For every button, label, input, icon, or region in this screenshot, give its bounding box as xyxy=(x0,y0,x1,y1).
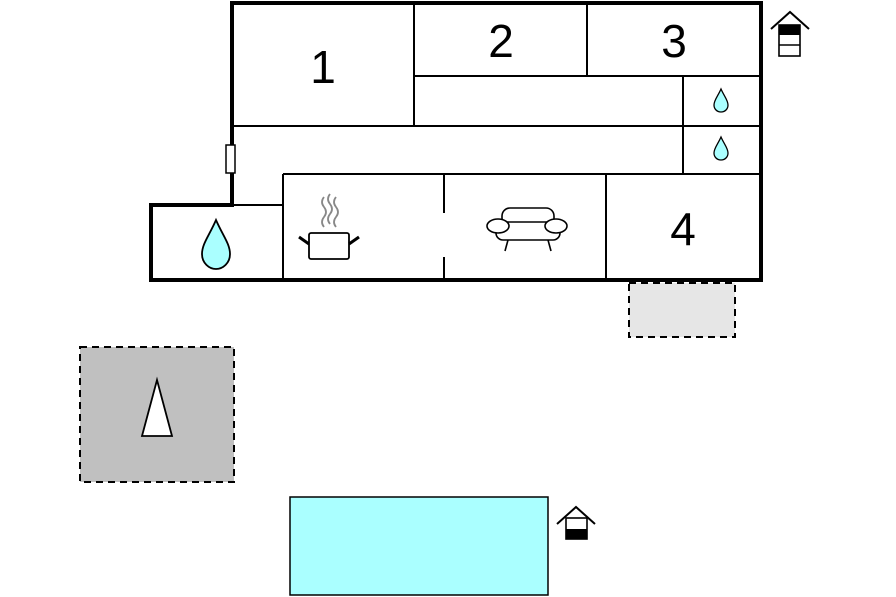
cooking-pot-icon xyxy=(298,193,360,260)
house-floor-ground-icon xyxy=(556,505,596,540)
tent-icon xyxy=(140,376,174,437)
terrace-area xyxy=(628,282,736,338)
interior-walls xyxy=(232,3,761,280)
water-drop-icon xyxy=(713,87,729,113)
house-floor-upper-icon xyxy=(770,10,810,57)
swimming-pool xyxy=(289,496,549,596)
water-drop-icon xyxy=(713,135,729,161)
room-number-3: 3 xyxy=(661,15,687,67)
sofa-icon xyxy=(486,207,568,252)
water-drop-icon xyxy=(201,217,231,270)
room-number-1: 1 xyxy=(310,41,336,93)
room-number-4: 4 xyxy=(670,203,696,255)
room-number-2: 2 xyxy=(488,15,514,67)
window-left xyxy=(225,144,236,174)
